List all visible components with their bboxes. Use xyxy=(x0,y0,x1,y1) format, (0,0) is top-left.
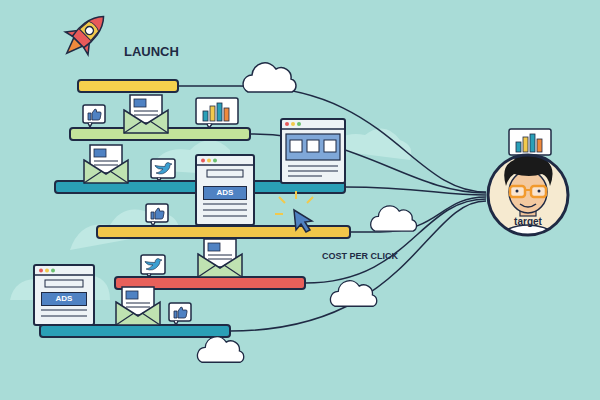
launch-label: LAUNCH xyxy=(124,44,179,59)
cursor xyxy=(275,191,313,232)
bird-icon xyxy=(141,255,165,277)
bird-icon xyxy=(151,159,175,181)
mail-icon xyxy=(116,287,160,325)
ad-label: ADS xyxy=(41,292,87,306)
mail-icon xyxy=(124,95,168,133)
bars xyxy=(40,80,350,337)
chart-icon xyxy=(196,98,238,128)
like-icon xyxy=(169,303,191,325)
target-avatar xyxy=(487,153,569,240)
cost-label: COST PER CLICK xyxy=(322,251,398,261)
like-icon xyxy=(83,105,105,127)
target-label: target xyxy=(486,216,570,228)
browser-icon xyxy=(281,119,345,183)
ad-window: ADS xyxy=(195,154,255,226)
connector-lines xyxy=(178,86,486,331)
icons xyxy=(83,95,551,325)
rocket xyxy=(55,5,114,64)
background-clouds xyxy=(10,129,411,300)
like-icon xyxy=(146,204,168,226)
target-circle: target xyxy=(486,153,570,237)
ad-window: ADS xyxy=(33,264,95,326)
mail-icon xyxy=(84,145,128,183)
ad-label: ADS xyxy=(203,186,247,200)
mail-icon xyxy=(198,239,242,277)
